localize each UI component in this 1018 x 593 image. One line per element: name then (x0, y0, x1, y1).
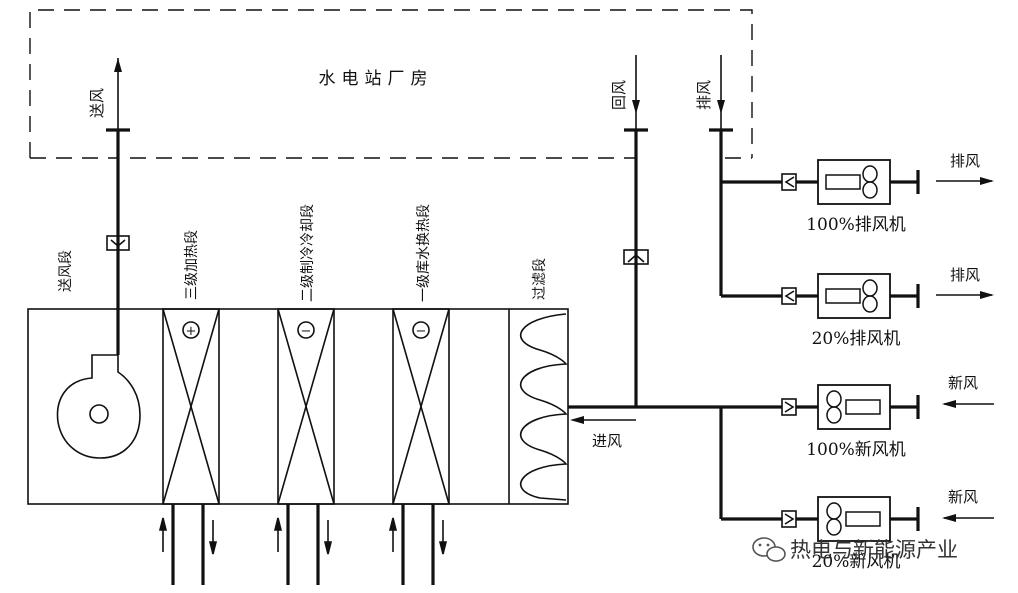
section-label-heating: 三级加热段 (184, 230, 200, 300)
exchange-symbol: − (416, 324, 427, 339)
fan-label: 20%排风机 (812, 329, 901, 349)
fan-label: 20%新风机 (812, 552, 901, 572)
fan-unit-2: 20%排风机 (781, 273, 920, 349)
supply-damper-icon (106, 235, 130, 251)
section-label-supply-fan: 送风段 (58, 250, 74, 292)
stage3-heating-coil: + (162, 308, 220, 505)
fan-body (817, 159, 891, 205)
watermark: 热电与新能源产业 (752, 537, 958, 562)
fan-damper-icon (781, 173, 797, 191)
building-boundary (29, 9, 753, 159)
filter-icon (508, 309, 568, 504)
return-damper-icon (623, 249, 649, 265)
section-label-cooling: 二级制冷冷却段 (300, 204, 316, 302)
fan-unit-3: 100%新风机 (781, 384, 920, 460)
fan-damper-icon (781, 287, 797, 305)
intake-duct (568, 405, 782, 521)
coil-water-pipes (158, 504, 448, 585)
section-label-exchange: 一级库水换热段 (415, 204, 432, 302)
fan-label: 100%排风机 (806, 215, 906, 235)
building-label: 水电站厂房 (319, 69, 434, 89)
air-handling-unit: + − − (27, 308, 569, 505)
fan-units: 100%排风机 20%排风机 100%新风机 20%新风机 (781, 159, 920, 572)
fan-label: 100%新风机 (806, 440, 906, 460)
exhaust-right-label-2: 排风 (950, 266, 980, 284)
heating-symbol: + (186, 324, 197, 339)
supply-fan-icon (56, 354, 141, 459)
fresh-right-label-1: 新风 (948, 374, 978, 392)
intake-arrow-icon (570, 416, 584, 424)
stage1-exchange-coil: − (392, 308, 450, 505)
supply-air-label: 送风 (88, 88, 106, 118)
right-flow-arrows (936, 177, 994, 522)
watermark-text: 热电与新能源产业 (790, 538, 958, 562)
fan-icon (826, 390, 881, 424)
supply-arrow-icon (114, 58, 122, 72)
fan-unit-1: 100%排风机 (781, 159, 920, 235)
section-label-filter: 过滤段 (532, 258, 548, 300)
fan-body (817, 273, 891, 319)
fan-body (817, 384, 891, 430)
fan-icon (825, 165, 878, 199)
return-air-label: 回风 (610, 80, 628, 110)
stage2-cooling-coil: − (277, 308, 335, 505)
exhaust-duct (709, 55, 782, 298)
exhaust-arrow-icon (717, 100, 725, 114)
return-arrow-icon (632, 100, 640, 114)
fan-body (817, 496, 891, 542)
cooling-symbol: − (301, 324, 312, 339)
exhaust-right-label-1: 排风 (950, 152, 980, 170)
fan-icon (826, 502, 881, 536)
fan-icon (825, 279, 878, 313)
fresh-right-label-2: 新风 (948, 488, 978, 506)
supply-duct (106, 58, 130, 355)
intake-air-label: 进风 (592, 432, 622, 450)
wechat-icon (752, 537, 786, 562)
exhaust-air-label: 排风 (695, 80, 713, 110)
return-duct (623, 55, 649, 407)
fan-unit-4: 20%新风机 (781, 496, 920, 572)
